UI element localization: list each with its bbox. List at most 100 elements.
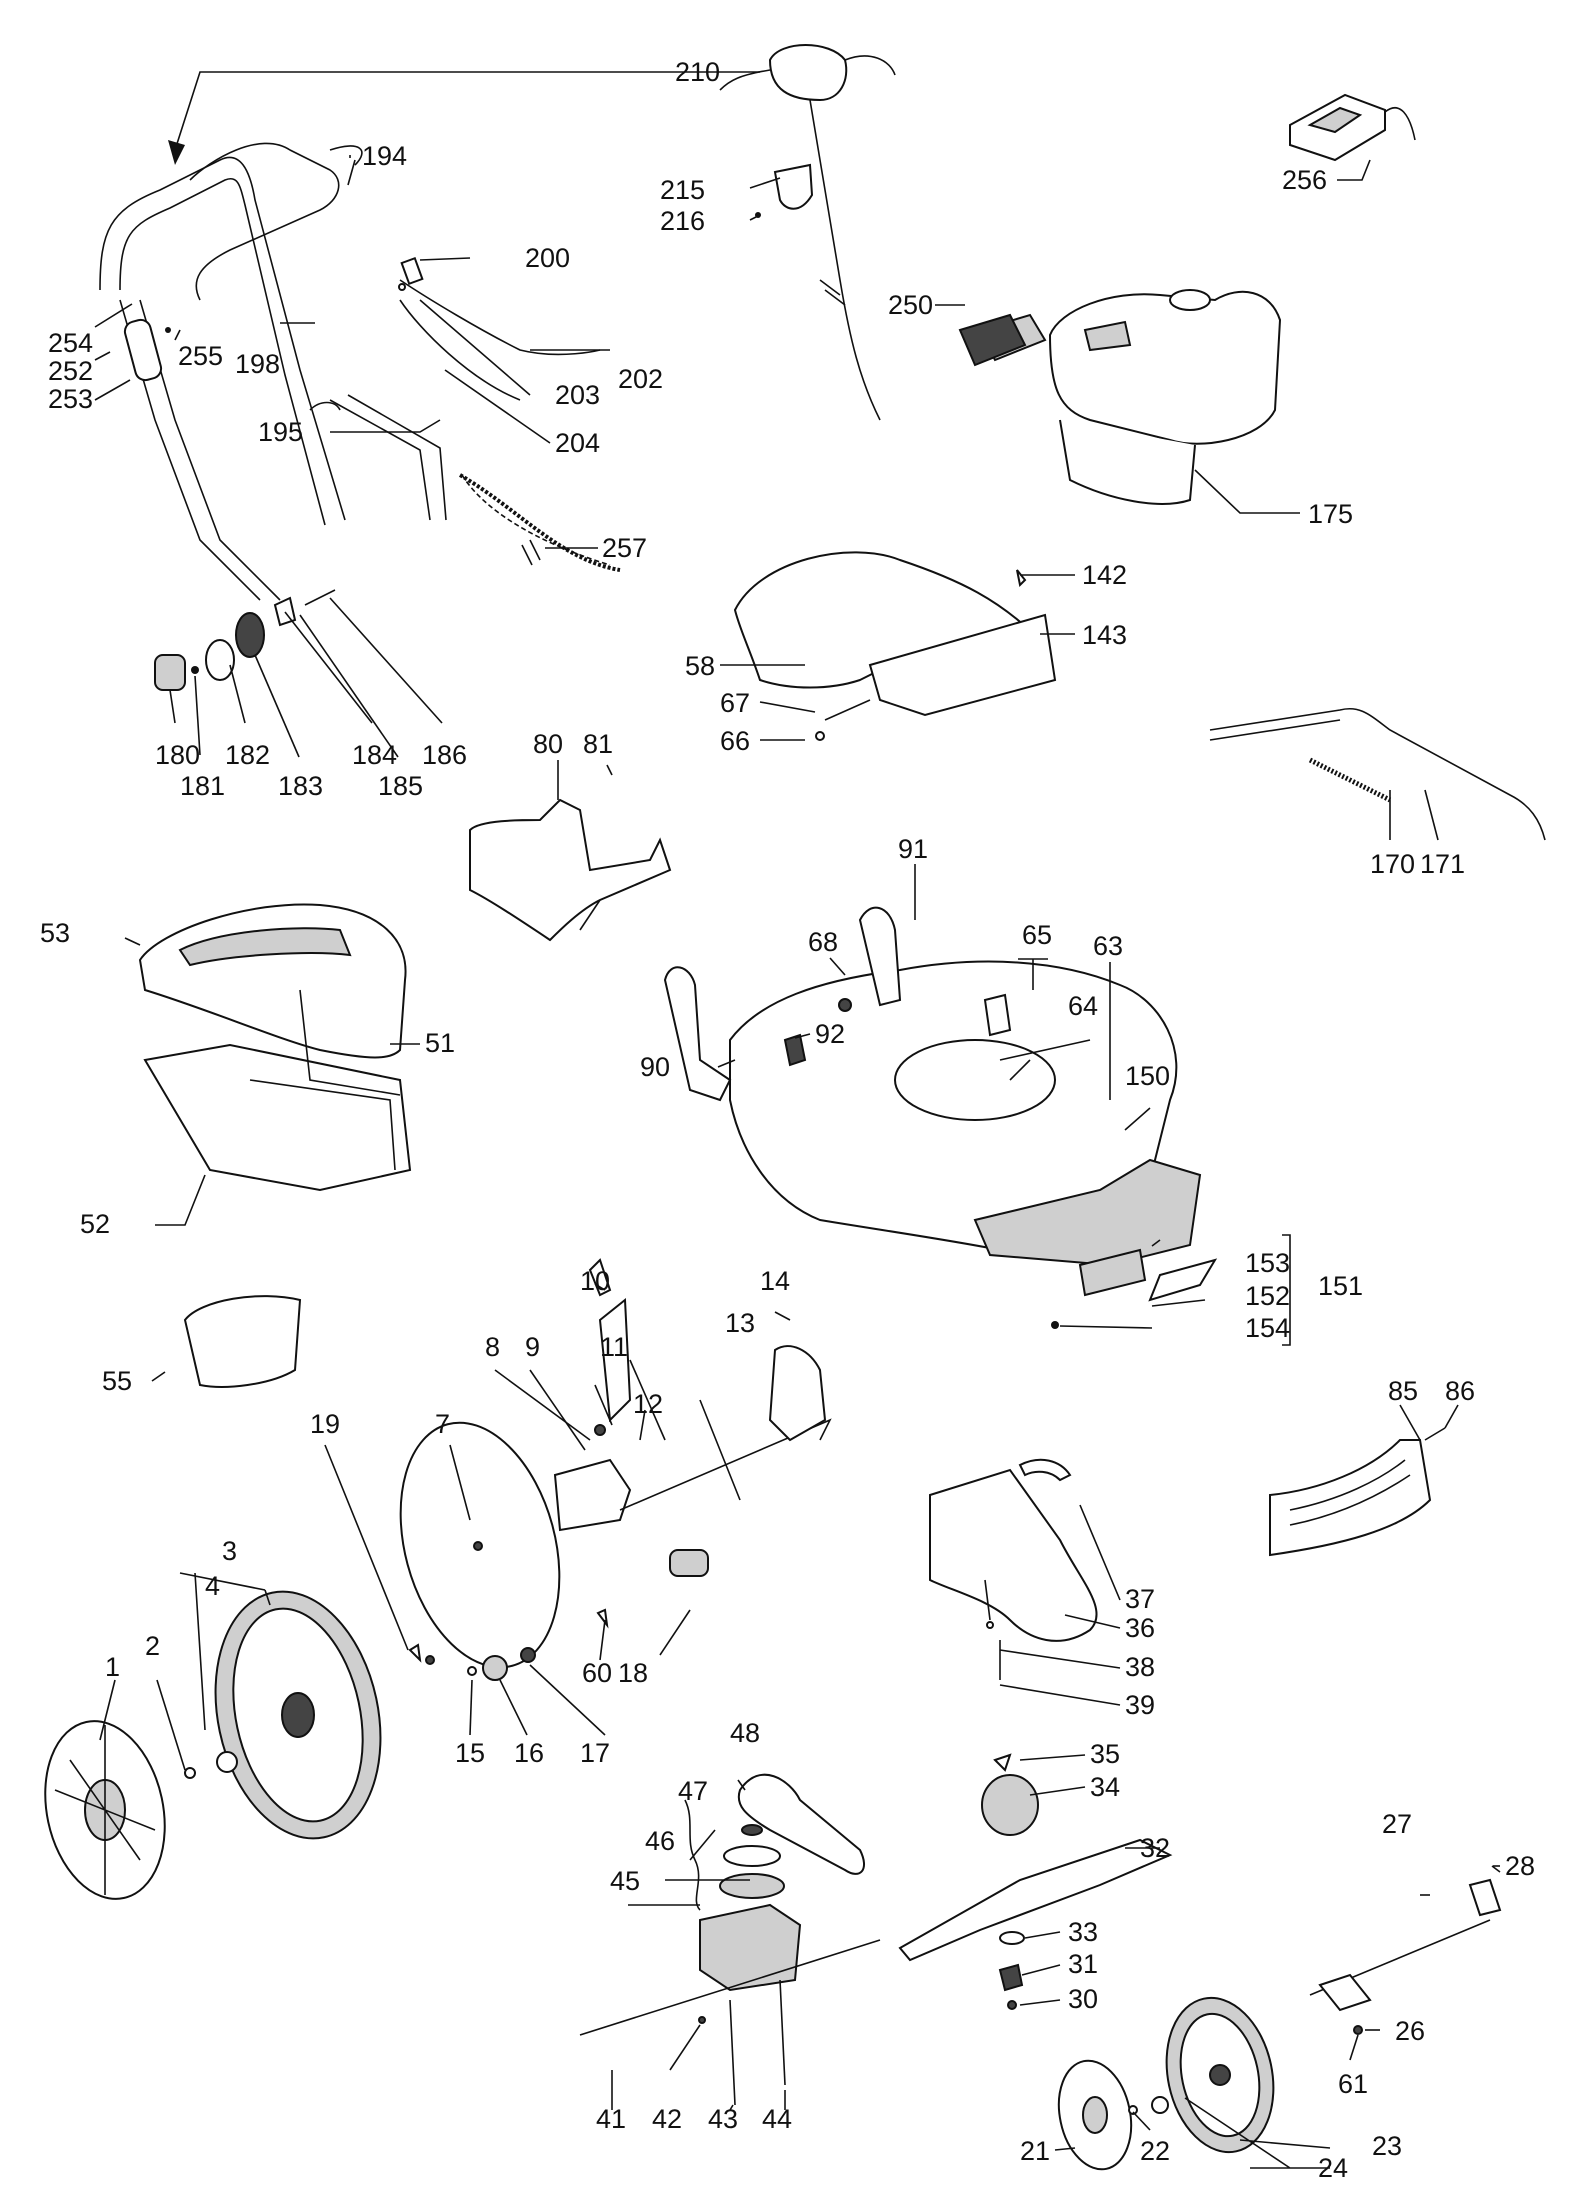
upper-handle-drawing: [99, 142, 447, 601]
rear-guard-drawing: [469, 798, 672, 942]
rear-flap-drawing: [733, 551, 1057, 741]
fuel-cap-drawing: [958, 313, 1027, 367]
label-53: 53: [40, 918, 70, 948]
part-number-labels: 210 194 215 216 200 256 254 255 252 253 …: [40, 57, 1535, 2183]
label-143: 143: [1082, 620, 1127, 650]
parts-drawings: [44, 44, 1546, 2171]
label-35: 35: [1090, 1739, 1120, 1769]
label-80: 80: [533, 729, 563, 759]
label-253: 253: [48, 384, 93, 414]
label-65: 65: [1022, 920, 1052, 950]
label-13: 13: [725, 1308, 755, 1338]
label-55: 55: [102, 1366, 132, 1396]
label-23: 23: [1372, 2131, 1402, 2161]
mulch-plug-drawing: [183, 1295, 302, 1388]
label-4: 4: [205, 1571, 220, 1601]
label-36: 36: [1125, 1613, 1155, 1643]
label-34: 34: [1090, 1772, 1120, 1802]
spring-rod-drawing: [458, 473, 621, 572]
label-210: 210: [675, 57, 720, 87]
engine-drawing: [978, 289, 1282, 505]
label-198: 198: [235, 349, 280, 379]
mower-deck-drawing: [663, 906, 1202, 1267]
throttle-part-drawing: [1289, 93, 1416, 162]
label-17: 17: [580, 1738, 610, 1768]
label-1: 1: [105, 1652, 120, 1682]
label-170: 170: [1370, 849, 1415, 879]
rear-axle-rod-drawing: [1209, 708, 1546, 841]
gearbox-drawing: [579, 1903, 881, 2106]
leader-lines: [94, 71, 1500, 2169]
label-43: 43: [708, 2104, 738, 2134]
label-154: 154: [1245, 1313, 1290, 1343]
label-12: 12: [633, 1389, 663, 1419]
label-19: 19: [310, 1409, 340, 1439]
label-85: 85: [1388, 1376, 1418, 1406]
label-184: 184: [352, 740, 397, 770]
drive-linkage-drawing: [553, 1258, 832, 1577]
label-51: 51: [425, 1028, 455, 1058]
label-90: 90: [640, 1052, 670, 1082]
label-182: 182: [225, 740, 270, 770]
label-41: 41: [596, 2104, 626, 2134]
label-61: 61: [1338, 2069, 1368, 2099]
label-91: 91: [898, 834, 928, 864]
label-7: 7: [435, 1409, 450, 1439]
label-142: 142: [1082, 560, 1127, 590]
label-152: 152: [1245, 1281, 1290, 1311]
label-183: 183: [278, 771, 323, 801]
pulley-drawing: [684, 1799, 785, 1911]
label-45: 45: [610, 1866, 640, 1896]
label-21: 21: [1020, 2136, 1050, 2166]
label-58: 58: [685, 651, 715, 681]
label-171: 171: [1420, 849, 1465, 879]
label-9: 9: [525, 1332, 540, 1362]
label-67: 67: [720, 688, 750, 718]
label-175: 175: [1308, 499, 1353, 529]
wheel-disc-drawing: [399, 1421, 561, 1669]
cable-drawing: [398, 256, 611, 566]
drive-belt-drawing: [737, 1773, 865, 1875]
label-255: 255: [178, 341, 223, 371]
label-63: 63: [1093, 931, 1123, 961]
label-215: 215: [660, 175, 705, 205]
label-37: 37: [1125, 1584, 1155, 1614]
bail-control-drawing: [719, 44, 896, 421]
label-2: 2: [145, 1631, 160, 1661]
label-28: 28: [1505, 1851, 1535, 1881]
label-38: 38: [1125, 1652, 1155, 1682]
label-203: 203: [555, 380, 600, 410]
label-194: 194: [362, 141, 407, 171]
label-151: 151: [1318, 1271, 1363, 1301]
label-32: 32: [1140, 1833, 1170, 1863]
label-202: 202: [618, 364, 663, 394]
label-180: 180: [155, 740, 200, 770]
label-195: 195: [258, 417, 303, 447]
blade-cover-parts-drawing: [1051, 1248, 1218, 1329]
label-250: 250: [888, 290, 933, 320]
hubcap-drawing: [44, 1720, 166, 1900]
label-204: 204: [555, 428, 600, 458]
label-186: 186: [422, 740, 467, 770]
label-42: 42: [652, 2104, 682, 2134]
label-153: 153: [1245, 1248, 1290, 1278]
label-33: 33: [1068, 1917, 1098, 1947]
label-200: 200: [525, 243, 570, 273]
label-8: 8: [485, 1332, 500, 1362]
label-47: 47: [678, 1776, 708, 1806]
spring-bracket-drawing: [1269, 1427, 1446, 1557]
label-44: 44: [762, 2104, 792, 2134]
label-24: 24: [1318, 2153, 1348, 2183]
label-216: 216: [660, 206, 705, 236]
label-150: 150: [1125, 1061, 1170, 1091]
label-254: 254: [48, 328, 93, 358]
grass-catcher-drawing: [138, 903, 412, 1192]
height-adjuster-drawing: [154, 589, 336, 691]
label-185: 185: [378, 771, 423, 801]
front-wheel-drawing: [1057, 1996, 1275, 2171]
label-86: 86: [1445, 1376, 1475, 1406]
label-11: 11: [600, 1332, 628, 1362]
label-252: 252: [48, 356, 93, 386]
label-257: 257: [602, 533, 647, 563]
label-68: 68: [808, 927, 838, 957]
